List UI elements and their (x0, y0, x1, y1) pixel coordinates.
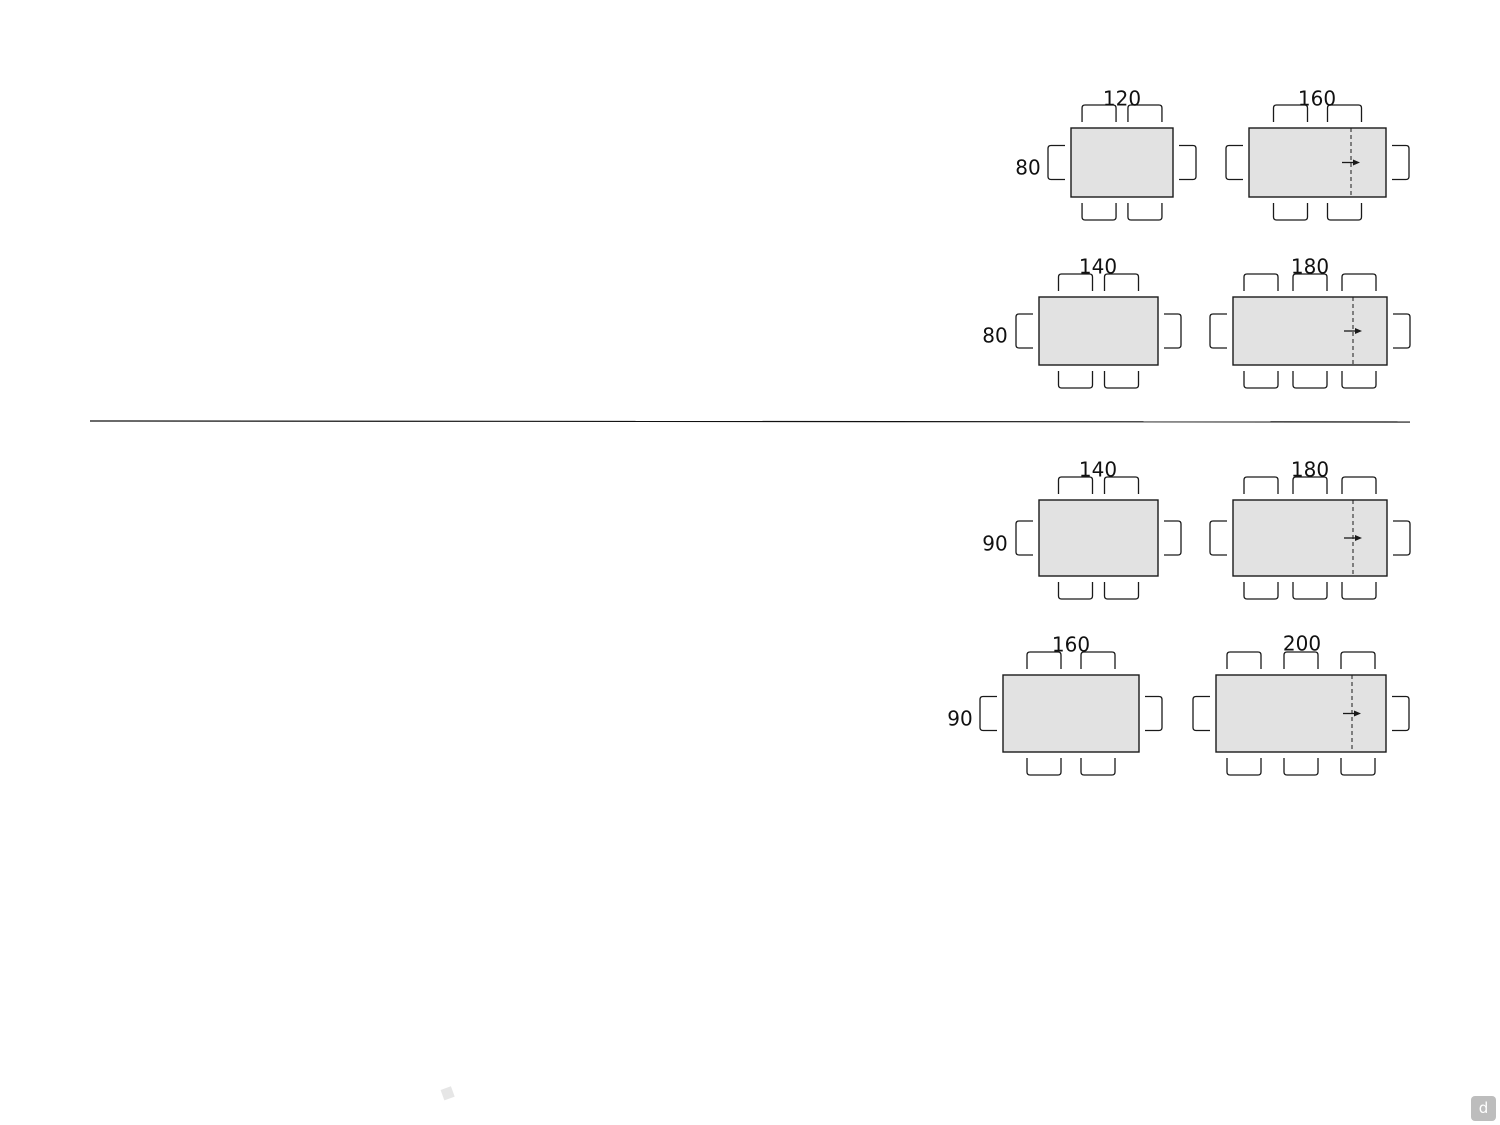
extendable-table: 160 (1225, 87, 1410, 221)
table-top (1248, 127, 1387, 198)
chair-icon (1292, 371, 1328, 389)
chair-icon (1081, 203, 1117, 221)
chair-icon (1341, 582, 1377, 600)
chair-icon (1226, 651, 1262, 669)
table-top (1232, 499, 1388, 577)
table-row: 120 80 160 (1015, 87, 1410, 221)
chair-icon (1272, 203, 1309, 221)
table-top (1070, 127, 1174, 198)
table-top (1232, 296, 1388, 366)
brand-logo-icon: d (1471, 1096, 1496, 1121)
extension-arrowhead-icon (1355, 328, 1362, 334)
table-row: 140 80 180 (982, 255, 1411, 389)
chair-icon (1393, 313, 1411, 349)
fixed-table: 140 90 (982, 458, 1182, 600)
table-layouts: 120 80 160 140 80 180 140 90 180 160 90 200 (947, 87, 1411, 776)
chair-icon (1127, 203, 1163, 221)
length-label: 200 (1283, 632, 1321, 656)
extendable-table: 180 (1209, 255, 1411, 389)
length-label: 160 (1298, 87, 1336, 111)
chair-icon (1341, 371, 1377, 389)
section-divider (89, 420, 1411, 423)
extension-arrowhead-icon (1353, 159, 1360, 166)
chair-icon (1057, 476, 1094, 494)
length-label: 140 (1079, 458, 1117, 482)
table-row: 140 90 180 (982, 458, 1411, 600)
chair-icon (1127, 104, 1163, 122)
chair-icon (1145, 695, 1163, 732)
watermark-diamond (440, 1086, 455, 1101)
extension-arrowhead-icon (1354, 710, 1361, 717)
chair-icon (1179, 144, 1197, 181)
chair-icon (1015, 520, 1033, 556)
width-label: 90 (947, 707, 972, 731)
chair-icon (1243, 476, 1279, 494)
chair-icon (1392, 695, 1410, 732)
chair-icon (1340, 651, 1376, 669)
fixed-table: 160 90 (947, 633, 1163, 776)
chair-icon (1272, 104, 1309, 122)
table-section: 140 90 180 160 90 200 (947, 458, 1411, 776)
fixed-table: 140 80 (982, 255, 1182, 389)
chair-icon (1192, 695, 1210, 732)
length-label: 140 (1079, 255, 1117, 279)
chair-icon (1292, 476, 1328, 494)
chair-icon (1209, 520, 1227, 556)
table-top (1038, 296, 1159, 366)
chair-icon (1326, 203, 1363, 221)
table-top (1002, 674, 1140, 753)
chair-icon (1026, 651, 1062, 669)
chair-icon (1243, 371, 1279, 389)
chair-icon (1341, 476, 1377, 494)
chair-icon (1057, 371, 1094, 389)
table-top (1038, 499, 1159, 577)
chair-icon (1080, 651, 1116, 669)
chair-icon (979, 695, 997, 732)
chair-icon (1283, 651, 1319, 669)
chair-icon (1283, 758, 1319, 776)
length-label: 160 (1052, 633, 1090, 657)
chair-icon (1243, 582, 1279, 600)
chair-icon (1103, 371, 1140, 389)
length-label: 120 (1103, 87, 1141, 111)
chair-icon (1341, 273, 1377, 291)
chair-icon (1226, 758, 1262, 776)
chair-icon (1057, 582, 1094, 600)
chair-icon (1164, 520, 1182, 556)
fixed-table: 120 80 (1015, 87, 1197, 221)
chair-icon (1103, 582, 1140, 600)
chair-icon (1292, 582, 1328, 600)
length-label: 180 (1291, 458, 1329, 482)
chair-icon (1103, 476, 1140, 494)
extendable-table: 180 (1209, 458, 1411, 600)
chair-icon (1015, 313, 1033, 349)
table-section: 120 80 160 140 80 180 (982, 87, 1411, 389)
chair-icon (1326, 104, 1363, 122)
chair-icon (1340, 758, 1376, 776)
chair-icon (1047, 144, 1065, 181)
width-label: 80 (982, 324, 1007, 348)
width-label: 80 (1015, 156, 1040, 180)
chair-icon (1164, 313, 1182, 349)
length-label: 180 (1291, 255, 1329, 279)
chair-icon (1392, 144, 1410, 181)
extension-arrowhead-icon (1355, 535, 1362, 541)
width-label: 90 (982, 532, 1007, 556)
chair-icon (1292, 273, 1328, 291)
table-row: 160 90 200 (947, 632, 1410, 776)
chair-icon (1243, 273, 1279, 291)
chair-icon (1209, 313, 1227, 349)
chair-icon (1081, 104, 1117, 122)
chair-icon (1225, 144, 1243, 181)
chair-icon (1057, 273, 1094, 291)
chair-icon (1393, 520, 1411, 556)
chair-icon (1026, 758, 1062, 776)
extendable-table: 200 (1192, 632, 1410, 776)
chair-icon (1103, 273, 1140, 291)
chair-icon (1080, 758, 1116, 776)
